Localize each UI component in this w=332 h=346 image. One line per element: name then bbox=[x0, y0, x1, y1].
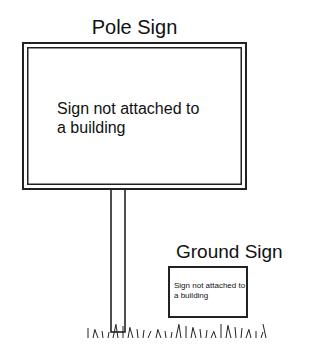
grass bbox=[88, 324, 266, 338]
grass-blade bbox=[171, 332, 172, 338]
pole bbox=[111, 186, 125, 332]
grass-blade bbox=[130, 328, 133, 338]
grass-blade bbox=[226, 325, 228, 338]
sign-board: Pole SignSign not attached to a building bbox=[22, 42, 247, 190]
sign-pole bbox=[111, 186, 125, 332]
grass-blade bbox=[211, 331, 214, 338]
grass-blade bbox=[95, 330, 98, 338]
grass-blade bbox=[176, 324, 179, 338]
grass-blade bbox=[113, 324, 116, 338]
grass-blade bbox=[261, 332, 263, 338]
sign-board: Ground SignSign not attached to a buildi… bbox=[168, 266, 248, 318]
grass-blade bbox=[206, 330, 207, 338]
grass-blade bbox=[116, 325, 118, 338]
grass-blade bbox=[214, 332, 216, 338]
grass-blade bbox=[263, 324, 266, 338]
sign-heading: Pole Sign bbox=[92, 16, 178, 38]
grass-blade bbox=[228, 326, 231, 338]
grass-blade bbox=[148, 331, 151, 338]
grass-blade bbox=[137, 329, 138, 338]
grass-blade bbox=[200, 329, 201, 338]
grass-blade bbox=[256, 331, 257, 338]
grass-blade bbox=[88, 328, 89, 338]
grass-blade bbox=[143, 330, 144, 338]
grass-blade bbox=[179, 325, 181, 338]
grass-blade bbox=[241, 328, 242, 338]
sign-heading: Ground Sign bbox=[176, 242, 283, 263]
grass-blade bbox=[246, 329, 249, 338]
grass-blade bbox=[235, 327, 236, 338]
grass-blade bbox=[108, 332, 109, 338]
sign-text: Sign not attached to a building bbox=[174, 281, 246, 300]
grass-blade bbox=[193, 328, 196, 338]
grass-blade bbox=[102, 331, 103, 338]
grass-blade bbox=[123, 326, 124, 338]
grass-blade bbox=[158, 330, 161, 338]
sign-text: Sign not attached to a building bbox=[57, 99, 202, 137]
grass-blade bbox=[186, 326, 187, 338]
grass-blade bbox=[249, 330, 251, 338]
grass-blade bbox=[221, 324, 222, 338]
grass-blade bbox=[165, 331, 166, 338]
